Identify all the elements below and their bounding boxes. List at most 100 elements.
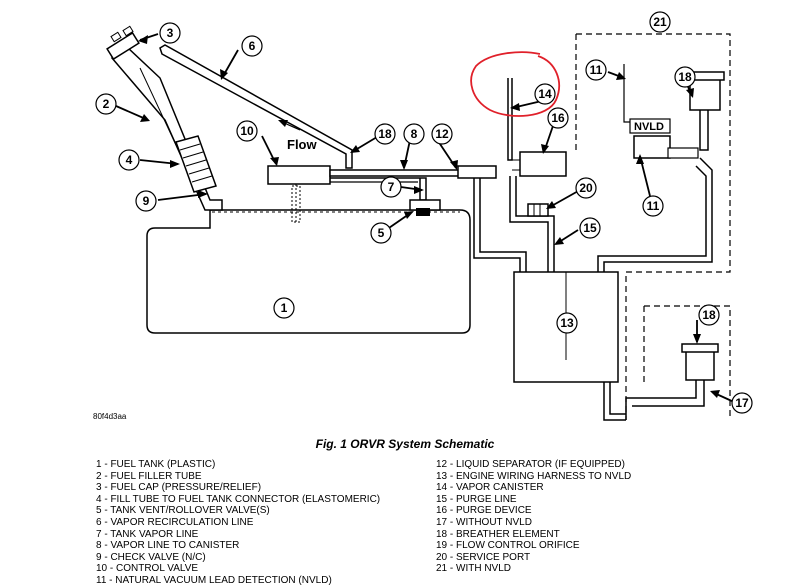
legend-item: 5 - TANK VENT/ROLLOVER VALVE(S)	[96, 505, 270, 517]
svg-text:7: 7	[388, 180, 395, 194]
callout-20: 20	[575, 177, 597, 199]
svg-text:18: 18	[378, 127, 392, 141]
legend-item: 16 - PURGE DEVICE	[436, 505, 532, 517]
legend-item: 7 - TANK VAPOR LINE	[96, 528, 199, 540]
nvld-label-box	[629, 118, 671, 134]
callout-10: 10	[236, 120, 258, 142]
breather-cap-bottom	[681, 343, 719, 353]
callout-12: 12	[431, 123, 453, 145]
red-annotation-circle	[470, 51, 560, 117]
svg-text:11: 11	[647, 199, 660, 213]
legend-item: 4 - FILL TUBE TO FUEL TANK CONNECTOR (EL…	[96, 493, 381, 505]
purge-device	[519, 151, 567, 177]
nvld-wiring-harness	[623, 64, 636, 123]
callout-8: 8	[403, 123, 425, 145]
svg-text:13: 13	[560, 316, 574, 330]
svg-text:5: 5	[378, 226, 385, 240]
svg-text:18: 18	[702, 308, 716, 322]
purge-line-upper	[508, 159, 520, 171]
without-nvld-box	[643, 305, 731, 420]
legend-item: 9 - CHECK VALVE (N/C)	[96, 551, 206, 563]
legend-item: 21 - WITH NVLD	[436, 563, 512, 575]
legend-item: 12 - LIQUID SEPARATOR (IF EQUIPPED)	[436, 459, 625, 470]
svg-text:16: 16	[551, 111, 565, 125]
legend-item: 19 - FLOW CONTROL ORIFICE	[436, 540, 580, 552]
orvr-schematic: Flow NVLD	[95, 11, 753, 421]
callout-15-top: 14	[534, 83, 556, 105]
callout-4: 4	[118, 149, 140, 171]
svg-text:3: 3	[167, 26, 174, 40]
canister-bottom-line	[603, 382, 626, 421]
control-valve-base	[291, 185, 301, 223]
callout-15-bottom: 15	[579, 217, 601, 239]
flow-label: Flow	[287, 137, 317, 152]
svg-text:1: 1	[281, 301, 288, 315]
svg-text:10: 10	[240, 124, 254, 138]
fill-tube-connector	[175, 135, 217, 193]
legend-item: 3 - FUEL CAP (PRESSURE/RELIEF)	[96, 482, 262, 494]
vapor-recirculation-line	[159, 44, 353, 169]
legend-item: 14 - VAPOR CANISTER	[436, 482, 544, 494]
legend-item: 17 - WITHOUT NVLD	[436, 516, 532, 528]
callout-9: 9	[135, 190, 157, 212]
callout-7: 7	[380, 176, 402, 198]
svg-text:14: 14	[538, 87, 552, 101]
nvld-port	[667, 147, 699, 159]
nvld-label: NVLD	[634, 121, 664, 133]
nvld-unit	[633, 135, 671, 159]
fuel-cap	[106, 25, 140, 61]
svg-text:21: 21	[653, 15, 667, 29]
callout-6: 6	[241, 35, 263, 57]
service-port	[527, 203, 549, 217]
figure-id: 80f4d3aa	[93, 412, 127, 421]
legend-item: 15 - PURGE LINE	[436, 493, 517, 505]
canister-inlet-line	[473, 178, 527, 272]
svg-text:4: 4	[126, 153, 133, 167]
legend-item: 13 - ENGINE WIRING HARNESS TO NVLD	[436, 470, 632, 482]
legend-item: 10 - CONTROL VALVE	[96, 563, 199, 575]
callout-11: 11	[642, 195, 664, 217]
fuel-tank	[146, 209, 471, 334]
legend-right: 12 - LIQUID SEPARATOR (IF EQUIPPED) 13 -…	[436, 459, 631, 575]
svg-text:17: 17	[735, 396, 749, 410]
svg-text:6: 6	[249, 39, 256, 53]
legend-item: 2 - FUEL FILLER TUBE	[96, 470, 202, 482]
callout-18-bottom: 18	[698, 304, 720, 326]
svg-text:9: 9	[143, 194, 150, 208]
nvld-breather-line	[699, 100, 709, 151]
legend-item: 6 - VAPOR RECIRCULATION LINE	[96, 516, 254, 528]
svg-text:11: 11	[590, 63, 603, 77]
purge-line	[507, 78, 513, 161]
callout-2: 2	[95, 93, 117, 115]
callout-5: 5	[370, 222, 392, 244]
callout-14: 13	[556, 312, 578, 334]
with-nvld-box	[575, 33, 731, 420]
svg-text:15: 15	[583, 221, 597, 235]
svg-text:18: 18	[678, 70, 692, 84]
legend-item: 18 - BREATHER ELEMENT	[436, 528, 560, 540]
rollover-valve	[409, 199, 441, 216]
callout-21: 21	[649, 11, 671, 33]
callout-13: 11	[585, 59, 607, 81]
legend-left: 1 - FUEL TANK (PLASTIC) 2 - FUEL FILLER …	[96, 459, 380, 587]
legend-item: 8 - VAPOR LINE TO CANISTER	[96, 540, 240, 552]
legend-item: 20 - SERVICE PORT	[436, 551, 531, 563]
legend-item: 1 - FUEL TANK (PLASTIC)	[96, 459, 216, 470]
vapor-line-to-canister	[329, 169, 461, 177]
callout-16: 16	[547, 107, 569, 129]
leader-arrowheads	[138, 35, 720, 398]
callout-17: 17	[731, 392, 753, 414]
callout-3: 3	[159, 22, 181, 44]
legend-item: 11 - NATURAL VACUUM LEAD DETECTION (NVLD…	[96, 574, 332, 586]
callout-1: 1	[273, 297, 295, 319]
figure-caption: Fig. 1 ORVR System Schematic	[315, 437, 495, 451]
flow-arrow-head	[278, 120, 288, 127]
liquid-separator	[457, 165, 497, 179]
breather-line-bottom	[625, 380, 705, 420]
svg-text:20: 20	[579, 181, 593, 195]
tank-vapor-line-body	[329, 176, 418, 183]
canister-outlet-line	[597, 157, 713, 272]
control-valve	[267, 165, 331, 185]
svg-text:12: 12	[435, 127, 449, 141]
svg-text:2: 2	[103, 97, 110, 111]
